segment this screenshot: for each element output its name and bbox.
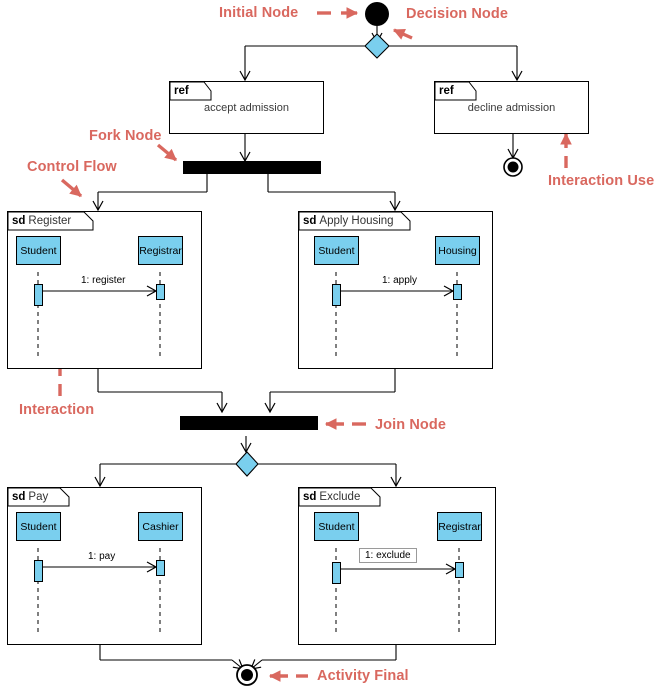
annotation-interaction: Interaction [19,402,95,418]
lifeline-label: Student [20,520,57,533]
annotation-activity-final: Activity Final [317,668,409,684]
lifeline-label: Student [318,244,355,257]
register-seq-layer [37,272,161,360]
initial-node[interactable] [365,2,389,26]
lifeline-housing[interactable]: Housing [435,236,480,265]
activation-bar-source [332,284,341,306]
exclude-seq-layer [335,548,460,636]
sd-keyword: sd [12,490,26,503]
interaction-use-label: decline admission [467,102,556,114]
pay-seq-layer [37,548,161,636]
join-node[interactable] [180,416,318,430]
sd-tab-label: sd Pay [8,488,70,505]
decision-node-bottom[interactable] [235,451,259,477]
sd-tab-shape [299,488,381,507]
apply-housing-seq-layer [335,272,458,360]
lifeline-registrar[interactable]: Registrar [437,512,482,541]
interaction-name: Apply Housing [319,214,394,227]
ref-keyword: ref [174,84,189,97]
ref-tab-label: ref [170,82,212,99]
annotation-initial-node: Initial Node [219,5,299,21]
lifeline-registrar[interactable]: Registrar [138,236,183,265]
lifeline-label: Registrar [438,520,481,533]
interaction-use-decline-admission[interactable]: ref decline admission [434,81,589,134]
message-label[interactable]: 1: exclude [359,548,417,563]
sd-keyword: sd [303,214,317,227]
ref-tab-label: ref [435,82,477,99]
sd-tab-label: sd Register [8,212,94,229]
activity-final-node-right[interactable] [503,157,523,177]
interaction-frame-pay[interactable]: sd Pay Student Cashier 1: pay [7,487,202,645]
sd-tab-shape [8,212,94,231]
message-label: 1: register [81,275,126,286]
interaction-frame-register[interactable]: sd Register Student Registrar 1: registe… [7,211,202,369]
lifeline-student[interactable]: Student [314,236,359,265]
interaction-name: Exclude [319,490,361,503]
interaction-name: Pay [28,490,49,503]
activation-bar-target [156,284,165,300]
activation-bar-target [455,562,464,578]
activity-final-node-bottom[interactable] [236,664,258,686]
annotation-interaction-use: Interaction Use [548,173,655,189]
interaction-name: Register [28,214,72,227]
interaction-frame-exclude[interactable]: sd Exclude Student Registrar 1: exclude [298,487,496,645]
fork-node[interactable] [183,161,321,174]
message-label: 1: apply [382,275,418,286]
activation-bar-target [453,284,462,300]
lifeline-label: Student [318,520,355,533]
sd-tab-label: sd Apply Housing [299,212,411,229]
sd-keyword: sd [303,490,317,503]
sd-tab-label: sd Exclude [299,488,381,505]
ref-tab-shape [435,82,477,101]
activation-bar-source [34,284,43,306]
lifeline-label: Housing [438,244,477,257]
message-label: 1: pay [88,551,116,562]
ref-keyword: ref [439,84,454,97]
lifeline-label: Student [20,244,57,257]
activation-bar-source [34,560,43,582]
lifeline-student[interactable]: Student [16,512,61,541]
lifeline-student[interactable]: Student [16,236,61,265]
activation-bar-source [332,562,341,584]
lifeline-label: Cashier [142,520,179,533]
lifeline-cashier[interactable]: Cashier [138,512,183,541]
annotation-fork-node: Fork Node [89,128,162,144]
sd-tab-shape [8,488,70,507]
sd-tab-shape [299,212,411,231]
activation-bar-target [156,560,165,576]
lifeline-student[interactable]: Student [314,512,359,541]
ref-tab-shape [170,82,212,101]
annotation-control-flow: Control Flow [27,159,117,175]
decision-node-top[interactable] [364,33,390,59]
interaction-frame-apply-housing[interactable]: sd Apply Housing Student Housing 1: appl… [298,211,493,369]
lifeline-label: Registrar [139,244,182,257]
sd-keyword: sd [12,214,26,227]
annotation-decision-node: Decision Node [406,6,509,22]
annotation-join-node: Join Node [375,417,446,433]
interaction-use-accept-admission[interactable]: ref accept admission [169,81,324,134]
interaction-use-label: accept admission [204,102,289,114]
